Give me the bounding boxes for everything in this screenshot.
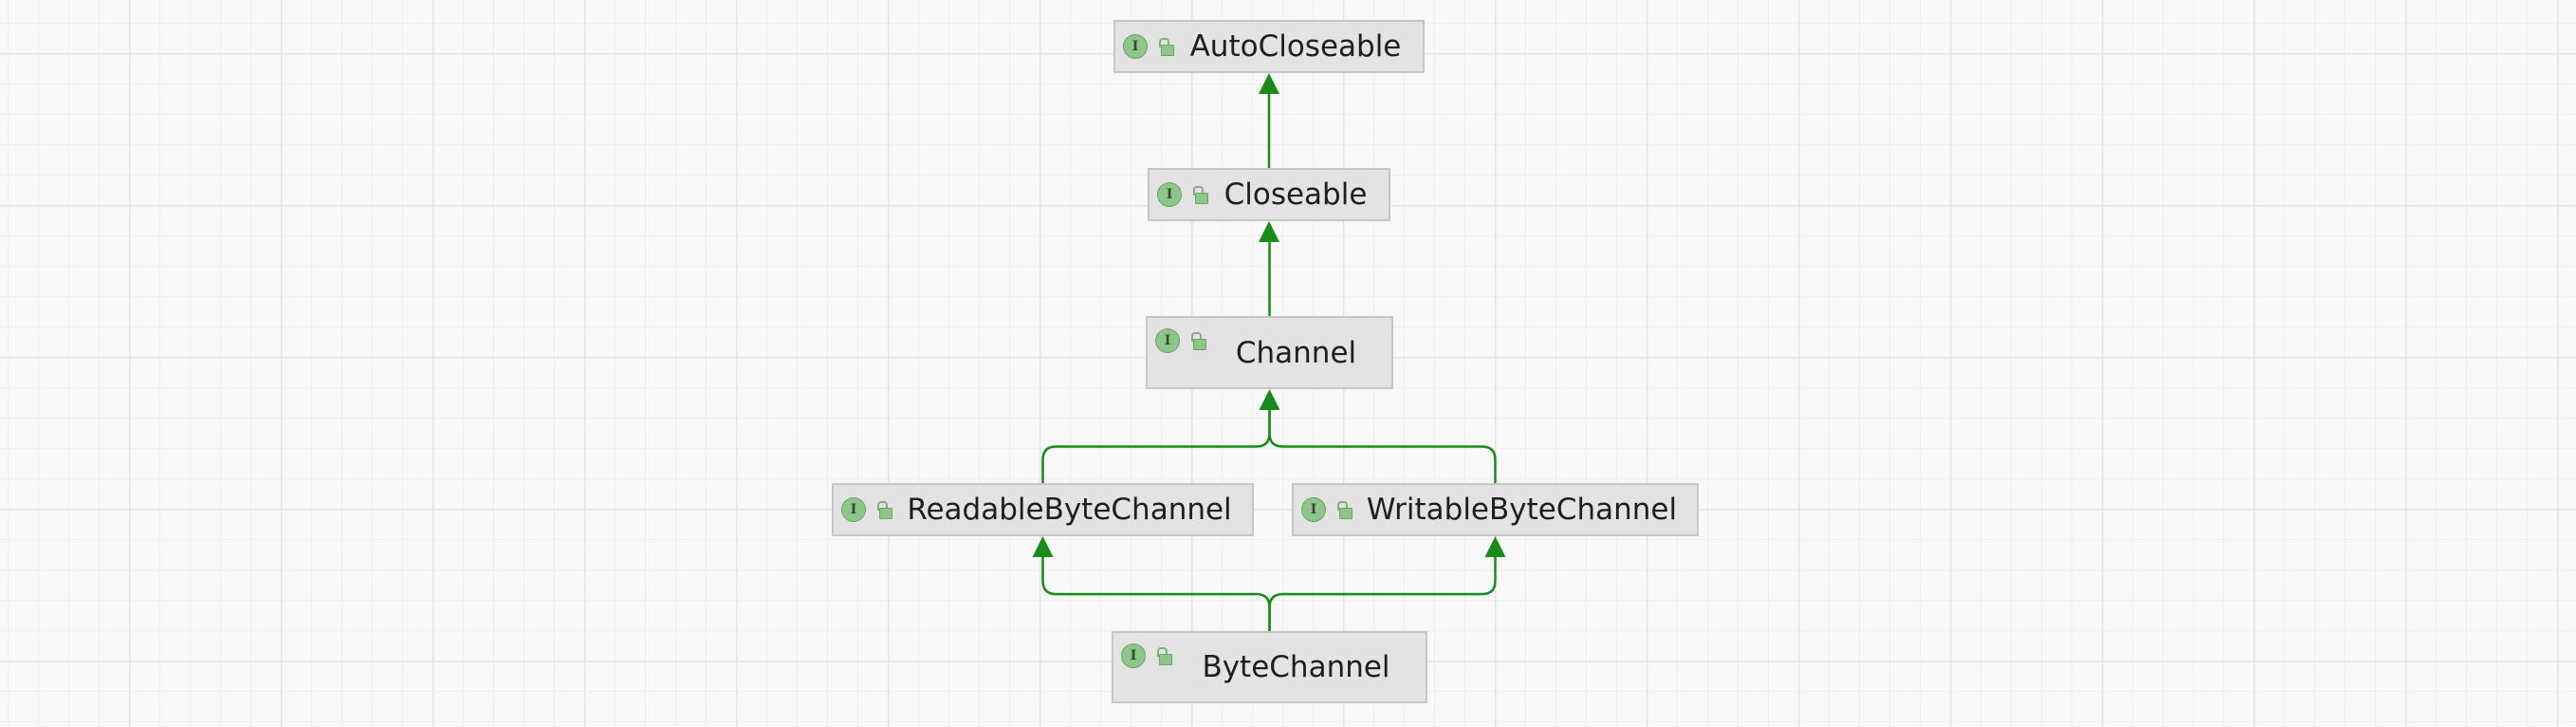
interface-icon: I xyxy=(841,497,866,522)
node-readablebytechannel[interactable]: I ReadableByteChannel xyxy=(832,483,1254,536)
interface-icon: I xyxy=(1123,34,1148,59)
node-writablebytechannel[interactable]: I WritableByteChannel xyxy=(1292,483,1699,536)
node-closeable[interactable]: I Closeable xyxy=(1148,168,1390,221)
node-label: Closeable xyxy=(1224,177,1368,212)
arrowhead-writablebytechannel xyxy=(1484,536,1506,557)
node-label: AutoCloseable xyxy=(1189,29,1402,64)
node-channel[interactable]: I Channel xyxy=(1146,316,1393,389)
lock-open-icon xyxy=(1157,38,1174,56)
arrowhead-autocloseable xyxy=(1259,73,1279,94)
edge-readablebytechannel-to-channel xyxy=(1041,410,1271,483)
node-label: WritableByteChannel xyxy=(1366,493,1678,527)
edge-bytechannel-to-readablebytechannel xyxy=(1041,557,1271,631)
interface-icon: I xyxy=(1157,182,1182,207)
lock-open-icon xyxy=(1335,501,1352,519)
node-label: ByteChannel xyxy=(1202,650,1390,684)
lock-open-icon xyxy=(1155,647,1172,665)
interface-icon: I xyxy=(1301,497,1326,522)
node-label: Channel xyxy=(1235,335,1357,370)
node-label: ReadableByteChannel xyxy=(907,493,1232,527)
arrowhead-readablebytechannel xyxy=(1032,536,1054,557)
arrowhead-channel xyxy=(1259,389,1280,410)
interface-icon: I xyxy=(1155,328,1180,353)
edge-bytechannel-to-writablebytechannel xyxy=(1268,557,1497,631)
node-bytechannel[interactable]: I ByteChannel xyxy=(1112,631,1427,703)
lock-open-icon xyxy=(1189,332,1206,350)
interface-icon: I xyxy=(1121,643,1146,668)
edge-writablebytechannel-to-channel xyxy=(1268,410,1497,483)
lock-open-icon xyxy=(1191,186,1208,204)
lock-open-icon xyxy=(875,501,892,519)
arrowhead-closeable xyxy=(1259,221,1279,242)
node-autocloseable[interactable]: I AutoCloseable xyxy=(1113,20,1425,73)
